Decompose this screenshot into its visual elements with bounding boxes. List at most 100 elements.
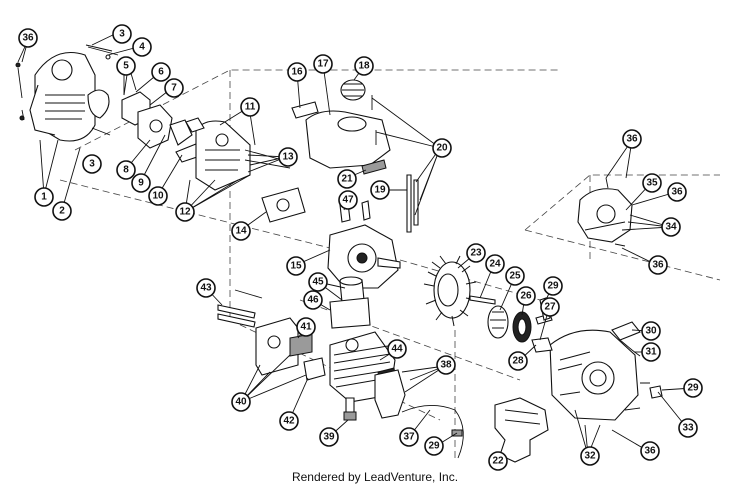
crankcase-part — [327, 200, 401, 289]
callout-22: 22 — [488, 451, 508, 471]
svg-text:10: 10 — [152, 191, 164, 202]
svg-text:28: 28 — [512, 356, 524, 367]
callout-2: 2 — [52, 201, 72, 221]
callout-18: 18 — [354, 56, 374, 76]
svg-text:30: 30 — [645, 326, 657, 337]
muffler-part — [217, 304, 326, 381]
callout-19: 19 — [370, 180, 390, 200]
svg-text:38: 38 — [440, 360, 452, 371]
callout-11: 11 — [240, 97, 260, 117]
svg-text:47: 47 — [342, 195, 354, 206]
callout-42: 42 — [279, 411, 299, 431]
callout-8: 8 — [116, 160, 136, 180]
svg-text:32: 32 — [584, 451, 596, 462]
callout-39: 39 — [319, 427, 339, 447]
rear-housing-part — [577, 188, 633, 243]
svg-text:31: 31 — [645, 347, 657, 358]
svg-text:26: 26 — [520, 291, 532, 302]
carb-housing-part — [185, 117, 291, 191]
svg-text:21: 21 — [341, 174, 353, 185]
callout-3: 3 — [112, 24, 132, 44]
callout-26: 26 — [516, 286, 536, 306]
callout-9: 9 — [131, 173, 151, 193]
gasket-part — [261, 187, 306, 223]
svg-text:24: 24 — [489, 259, 501, 270]
svg-text:39: 39 — [323, 432, 335, 443]
svg-text:6: 6 — [158, 67, 164, 78]
callout-29-lower: 29 — [424, 436, 444, 456]
handle-part — [494, 397, 549, 463]
svg-text:36: 36 — [626, 134, 638, 145]
svg-text:34: 34 — [665, 222, 677, 233]
callout-36-rear-right: 36 — [667, 182, 687, 202]
svg-text:18: 18 — [358, 61, 370, 72]
engine-cover-part — [29, 51, 110, 142]
svg-text:44: 44 — [391, 344, 403, 355]
svg-text:27: 27 — [544, 302, 556, 313]
callout-44: 44 — [387, 339, 407, 359]
svg-text:41: 41 — [300, 322, 312, 333]
callout-38: 38 — [436, 355, 456, 375]
svg-text:42: 42 — [283, 416, 295, 427]
svg-text:29: 29 — [428, 441, 440, 452]
callout-30: 30 — [641, 321, 661, 341]
callout-14: 14 — [231, 221, 251, 241]
callout-41: 41 — [296, 317, 316, 337]
svg-text:17: 17 — [317, 59, 329, 70]
callout-13: 13 — [278, 147, 298, 167]
callout-43: 43 — [196, 278, 216, 298]
flywheel-part — [423, 255, 532, 343]
callout-46: 46 — [303, 290, 323, 310]
svg-text:35: 35 — [646, 178, 658, 189]
callout-28: 28 — [508, 351, 528, 371]
svg-text:37: 37 — [403, 432, 415, 443]
callout-24: 24 — [485, 254, 505, 274]
svg-text:22: 22 — [492, 456, 504, 467]
svg-text:16: 16 — [291, 67, 303, 78]
callout-36-rear-bottom: 36 — [648, 255, 668, 275]
callout-25: 25 — [505, 266, 525, 286]
svg-text:33: 33 — [682, 423, 694, 434]
svg-text:4: 4 — [139, 42, 145, 53]
svg-text:7: 7 — [171, 83, 177, 94]
svg-text:1: 1 — [41, 192, 47, 203]
svg-text:25: 25 — [509, 271, 521, 282]
svg-text:3: 3 — [89, 159, 95, 170]
callout-17: 17 — [313, 54, 333, 74]
callout-3-lower: 3 — [82, 154, 102, 174]
callout-45: 45 — [308, 272, 328, 292]
starter-housing-part — [549, 321, 663, 421]
callout-10: 10 — [148, 186, 168, 206]
svg-text:36: 36 — [22, 33, 34, 44]
callout-40: 40 — [231, 392, 251, 412]
svg-text:14: 14 — [235, 226, 247, 237]
callout-32: 32 — [580, 446, 600, 466]
callout-36-bottom: 36 — [640, 441, 660, 461]
svg-text:29: 29 — [687, 383, 699, 394]
callout-7: 7 — [164, 78, 184, 98]
svg-text:9: 9 — [138, 178, 144, 189]
callout-20: 20 — [432, 138, 452, 158]
callout-31: 31 — [641, 342, 661, 362]
callout-23: 23 — [466, 243, 486, 263]
render-credit: Rendered by LeadVenture, Inc. — [291, 470, 459, 484]
callout-36-topleft: 36 — [18, 28, 38, 48]
svg-text:11: 11 — [245, 102, 256, 113]
callout-47: 47 — [338, 190, 358, 210]
svg-text:2: 2 — [59, 206, 65, 217]
callout-29-right: 29 — [683, 378, 703, 398]
svg-text:43: 43 — [200, 283, 212, 294]
svg-text:46: 46 — [307, 295, 319, 306]
callout-29-upper: 29 — [543, 276, 563, 296]
callout-33: 33 — [678, 418, 698, 438]
callout-12: 12 — [175, 202, 195, 222]
svg-text:19: 19 — [374, 185, 386, 196]
svg-text:40: 40 — [235, 397, 247, 408]
fasteners — [15, 44, 650, 411]
callout-21: 21 — [337, 169, 357, 189]
callout-27: 27 — [540, 297, 560, 317]
svg-text:15: 15 — [290, 261, 302, 272]
callout-36-rear-top: 36 — [622, 129, 642, 149]
svg-text:45: 45 — [312, 277, 324, 288]
